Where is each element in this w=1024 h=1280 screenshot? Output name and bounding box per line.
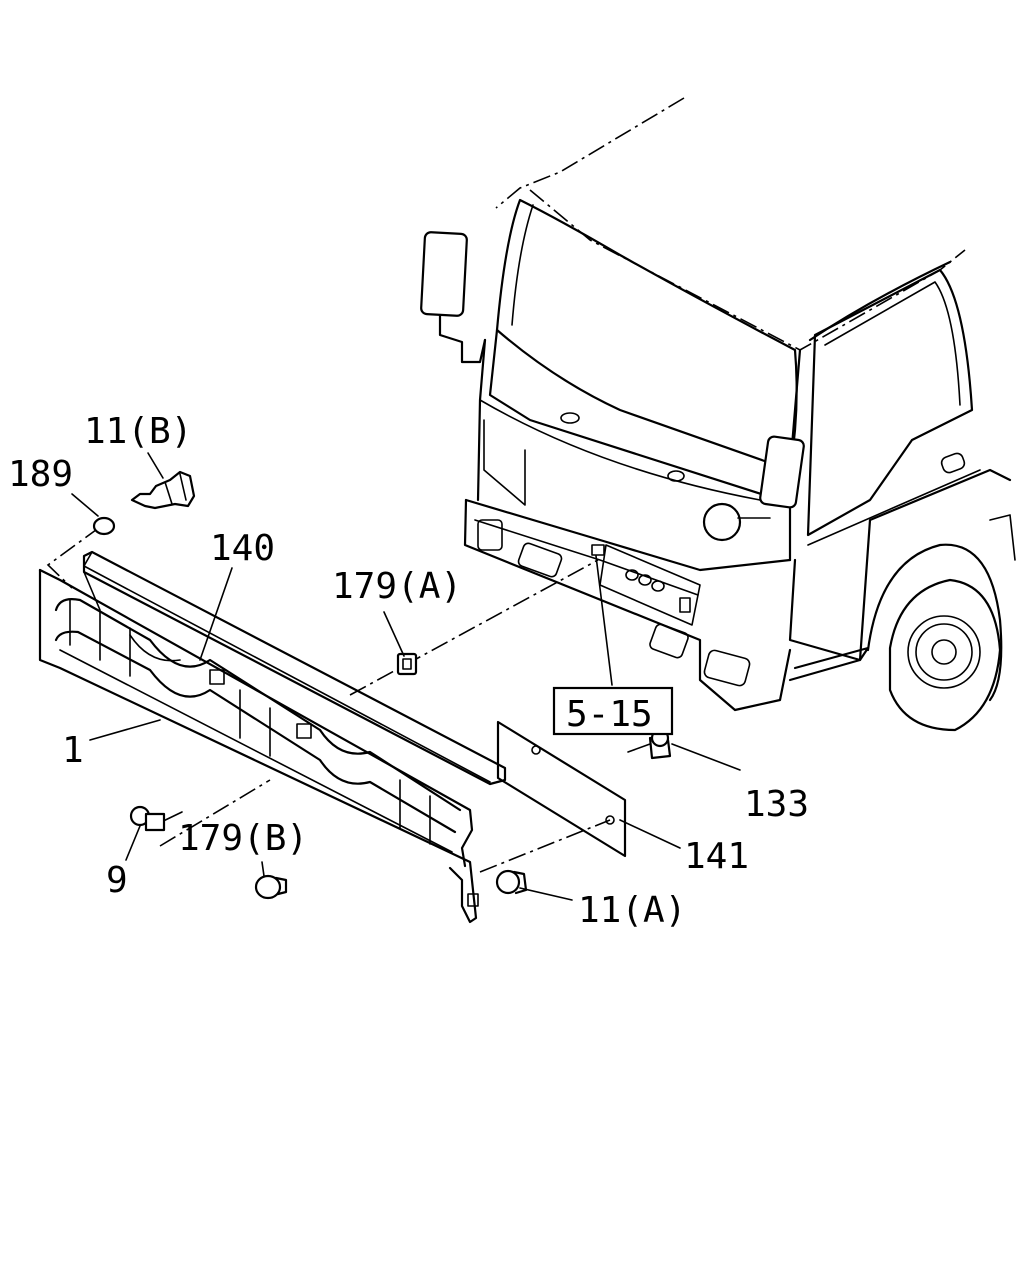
label-9: 9 <box>106 860 128 901</box>
label-189: 189 <box>8 454 73 495</box>
grille-assembly-1 <box>38 568 479 924</box>
nut-179a-part <box>396 652 418 676</box>
plate-141 <box>496 720 627 858</box>
clip-179b-part <box>254 874 288 900</box>
label-11b: 11(B) <box>84 411 192 452</box>
label-1: 1 <box>62 730 84 771</box>
label-133: 133 <box>744 784 809 825</box>
assembly-lines <box>46 526 611 873</box>
grille-bar-140 <box>82 550 507 786</box>
ref-box-5-15 <box>552 686 674 736</box>
label-179a: 179(A) <box>332 566 462 607</box>
label-140: 140 <box>210 528 275 569</box>
leader-lines <box>71 452 741 901</box>
label-11a: 11(A) <box>578 890 686 931</box>
truck-cab <box>420 97 1016 732</box>
clip-11b-part <box>130 470 196 510</box>
screw-9-part <box>129 805 183 832</box>
plug-189-part <box>92 516 116 536</box>
label-141: 141 <box>684 836 749 877</box>
callout-labels: 11(B) 189 140 179(A) 1 5-15 133 141 9 17… <box>8 411 809 931</box>
label-5-15: 5-15 <box>566 694 653 735</box>
label-179b: 179(B) <box>178 818 308 859</box>
clip-11a-part <box>495 869 528 895</box>
